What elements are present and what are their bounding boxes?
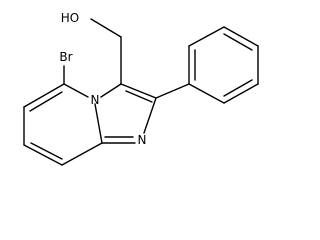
bonds <box>23 18 259 166</box>
bond-ph5-ph6 <box>223 83 259 104</box>
bond-c8-c8a <box>61 142 103 166</box>
bromine-label: Br <box>59 50 72 64</box>
bond-ph2-ph3 <box>188 26 225 47</box>
bond-n4-c5 <box>63 83 89 98</box>
bond-c8a-n4 <box>94 103 103 144</box>
bond-c3-n4 <box>100 83 122 98</box>
bond-ho-ch2 <box>90 18 122 38</box>
bond-ph3-ph4-double <box>223 33 253 51</box>
bond-ph6-ph1 <box>188 83 225 104</box>
bond-c2-ph1 <box>155 83 190 99</box>
bond-ph5-ph6-double <box>223 79 253 97</box>
bridgehead-nitrogen-label: N <box>91 93 100 107</box>
bond-ph3-ph4 <box>223 26 259 47</box>
bond-c7-c8-double <box>30 142 63 160</box>
bond-c7-c8 <box>23 144 63 166</box>
structure-diagram: HO Br N N <box>23 11 259 166</box>
bond-c3-c2 <box>120 83 157 99</box>
ring-nitrogen-label: N <box>138 133 147 147</box>
hydroxyl-label: HO <box>61 11 79 25</box>
bond-c5-c6-double <box>29 91 63 112</box>
bond-c2-n1 <box>143 97 157 134</box>
bond-c5-c6 <box>23 83 65 108</box>
bond-c3-c2-double <box>125 90 153 103</box>
